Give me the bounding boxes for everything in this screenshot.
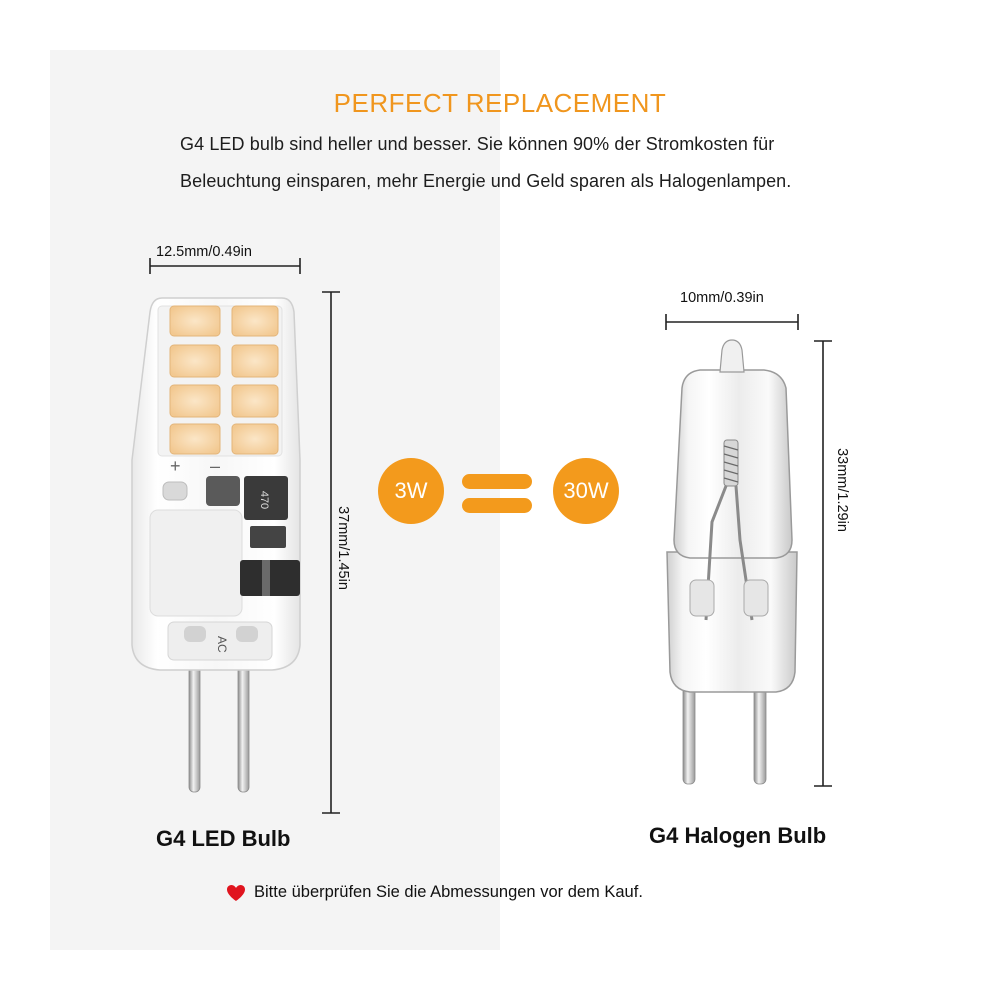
led-bulb-drawing: + – 470 AC: [131, 297, 301, 793]
led-diode-band: [262, 560, 270, 596]
footnote-text: Bitte überprüfen Sie die Abmessungen vor…: [254, 883, 643, 901]
led-chip: [169, 384, 221, 418]
led-pin-socket-left: [184, 626, 206, 642]
description-line-1: G4 LED bulb sind heller und besser. Sie …: [180, 134, 775, 154]
led-ceramic-block: [149, 509, 243, 617]
led-chip: [169, 423, 221, 455]
halogen-filament-coil: [723, 445, 739, 483]
led-height-dimension: [322, 291, 340, 814]
halogen-tip: [719, 339, 745, 373]
led-chip: [169, 305, 221, 337]
footnote: Bitte überprüfen Sie die Abmessungen vor…: [226, 883, 643, 902]
equals-sign-bottom-bar: [462, 498, 532, 513]
halogen-filament: [723, 439, 739, 487]
halogen-height-dimension: [814, 340, 832, 787]
led-chips: [169, 305, 279, 455]
led-chip: [169, 344, 221, 378]
led-resistor-code: 470: [258, 491, 270, 509]
halogen-bulb-drawing: [666, 339, 798, 785]
led-wattage-badge: 3W: [378, 458, 444, 524]
halogen-bulb-name: G4 Halogen Bulb: [649, 823, 827, 848]
led-pin-socket-right: [236, 626, 258, 642]
led-capacitor: [250, 526, 286, 548]
halogen-width-dimension: [665, 314, 799, 330]
led-plus-mark: +: [170, 456, 181, 476]
description-line-2: Beleuchtung einsparen, mehr Energie und …: [180, 171, 792, 191]
led-chip: [231, 305, 279, 337]
led-chip: [231, 423, 279, 455]
heart-icon: [227, 884, 245, 901]
led-pin-left: [188, 659, 201, 793]
led-width-label: 12.5mm/0.49in: [156, 244, 252, 260]
led-ac-marking: AC: [215, 636, 229, 653]
led-bulb-name: G4 LED Bulb: [156, 826, 291, 851]
led-component: [206, 476, 240, 506]
led-width-dimension: [149, 258, 301, 274]
page-title: PERFECT REPLACEMENT: [333, 88, 667, 118]
halogen-seal-right: [743, 579, 769, 617]
halogen-height-label: 33mm/1.29in: [834, 448, 850, 532]
led-minus-mark: –: [210, 456, 220, 476]
led-chip: [231, 384, 279, 418]
halogen-base: [666, 551, 798, 693]
led-resistor: [244, 476, 288, 520]
led-circuit-board: [157, 305, 283, 457]
equals-sign-top-bar: [462, 474, 532, 489]
led-solder-pad: [162, 481, 188, 501]
led-height-label: 37mm/1.45in: [335, 506, 351, 590]
led-chip: [231, 344, 279, 378]
halogen-wattage-badge: 30W: [553, 458, 619, 524]
halogen-seal-left: [689, 579, 715, 617]
led-pin-right: [237, 659, 250, 793]
halogen-width-label: 10mm/0.39in: [680, 290, 764, 306]
